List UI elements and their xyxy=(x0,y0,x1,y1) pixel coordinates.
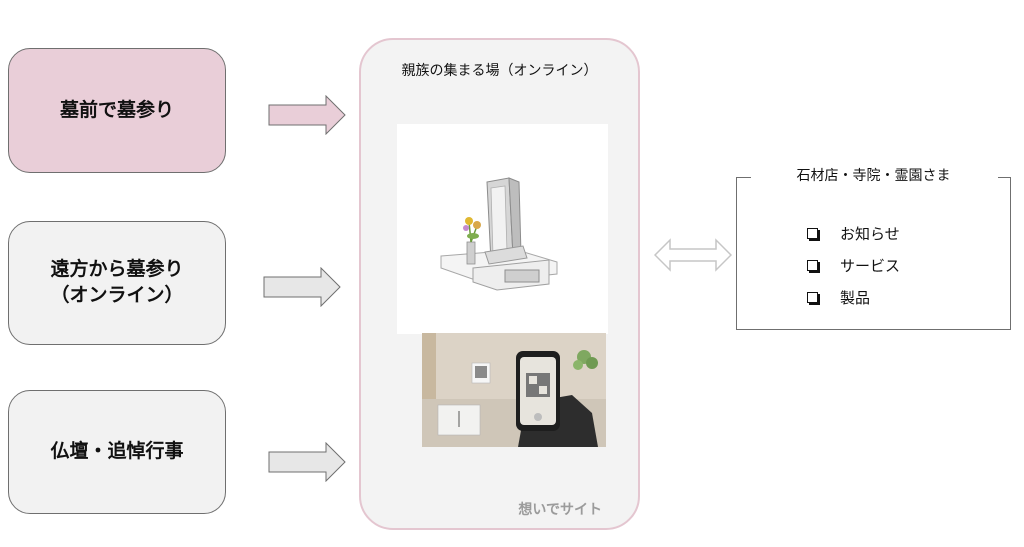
box-altar-memorial: 仏壇・追悼行事 xyxy=(8,390,226,514)
grave-sketch-illustration xyxy=(440,177,558,291)
smartphone-qr-photo xyxy=(422,333,606,447)
arrow-right-3 xyxy=(268,442,346,482)
online-gathering-phone: 親族の集まる場（オンライン） xyxy=(359,38,640,530)
checkbox-bullet-icon xyxy=(807,291,818,303)
phone-title: 親族の集まる場（オンライン） xyxy=(401,63,598,79)
panel-list: お知らせ サービス 製品 xyxy=(807,217,900,313)
list-item-label: 製品 xyxy=(840,288,871,307)
checkbox-bullet-icon xyxy=(807,259,818,271)
grave-sketch-image xyxy=(397,124,608,334)
list-item: 製品 xyxy=(807,281,900,313)
panel-title: 石材店・寺院・霊園さま xyxy=(737,165,1010,185)
arrow-right-3-shape xyxy=(268,442,346,482)
list-item: お知らせ xyxy=(807,217,900,249)
box-remote-visit-label-line2: （オンライン） xyxy=(50,284,184,306)
checkbox-bullet-icon xyxy=(807,227,818,239)
bidirectional-arrow-shape xyxy=(654,238,732,272)
arrow-right-1-shape xyxy=(268,95,346,135)
list-item: サービス xyxy=(807,249,900,281)
arrow-right-1 xyxy=(268,95,346,135)
box-altar-memorial-label: 仏壇・追悼行事 xyxy=(50,440,184,463)
partner-panel: 石材店・寺院・霊園さま お知らせ サービス 製品 xyxy=(736,168,1011,330)
phone-footer-label: 想いでサイト xyxy=(518,502,602,518)
list-item-label: サービス xyxy=(840,256,901,275)
box-grave-visit-label: 墓前で墓参り xyxy=(59,98,174,121)
panel-title-text: 石材店・寺院・霊園さま xyxy=(790,168,957,184)
panel-top-border-right xyxy=(998,177,1010,178)
panel-top-border-left xyxy=(737,177,751,178)
box-grave-visit: 墓前で墓参り xyxy=(8,48,226,173)
list-item-label: お知らせ xyxy=(840,224,900,243)
smartphone-qr-illustration xyxy=(422,333,606,447)
arrow-right-2 xyxy=(263,267,341,307)
box-remote-visit-label-line1: 遠方から墓参り xyxy=(50,258,184,281)
bidirectional-arrow xyxy=(654,237,732,273)
arrow-right-2-shape xyxy=(263,267,341,307)
box-remote-visit: 遠方から墓参り （オンライン） xyxy=(8,221,226,345)
